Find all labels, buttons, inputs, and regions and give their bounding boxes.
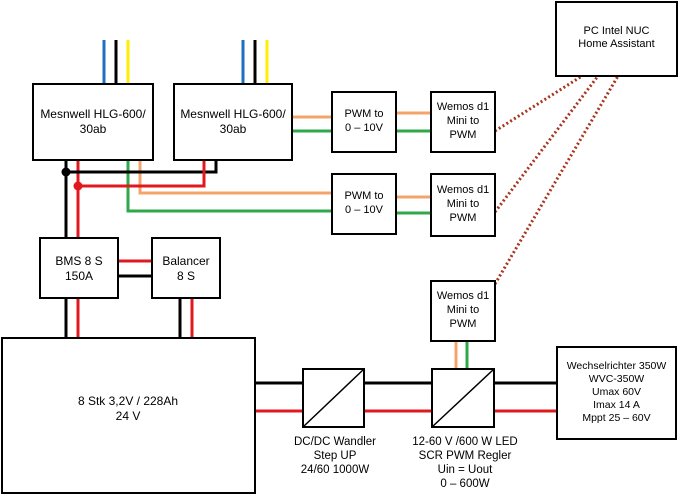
battery-label-line: 8 Stk 3,2V / 228Ah xyxy=(78,394,178,408)
bus-minus-junction-dot xyxy=(61,167,71,177)
psu2-block: Mesnwell HLG-600/30ab xyxy=(173,83,293,161)
pwm2-label-line: 0 – 10V xyxy=(345,204,384,216)
inverter-label-line: Imax 14 A xyxy=(593,399,640,411)
wemos2-label-line: PWM xyxy=(450,212,477,224)
psu2-dc-minus-wire xyxy=(66,160,218,174)
wemos1-label-line: Wemos d1 xyxy=(437,101,489,113)
wires xyxy=(64,40,620,413)
pwm2-block: PWM to 0 – 10V xyxy=(331,173,397,235)
bus-plus-junction-dot xyxy=(73,181,83,191)
svg-text:Mesnwell HLG-600/30ab: Mesnwell HLG-600/30ab xyxy=(180,107,286,136)
pc-label-line: PC Intel NUC xyxy=(583,25,649,37)
balancer-label-line: Balancer xyxy=(162,254,209,268)
inverter-label-line: WVC-350W xyxy=(589,373,645,385)
psu1-label-line: 30ab xyxy=(80,122,107,136)
inverter-label-line: Mppt 25 – 60V xyxy=(582,412,650,424)
svg-text:PWM to0 – 10V: PWM to 0 – 10V xyxy=(344,190,383,216)
bms-label-line: BMS 8 S xyxy=(55,254,102,268)
pwm1-label-line: 0 – 10V xyxy=(345,122,384,134)
inverter-label-line: Umax 60V xyxy=(592,386,641,398)
psu1-block: Mesnwell HLG-600/30ab xyxy=(32,83,154,161)
led-controller-label-line: SCR PWM Regler xyxy=(419,450,512,462)
wemos1-pc-link xyxy=(494,74,583,133)
balancer-label-line: 8 S xyxy=(177,269,195,283)
led-controller-block xyxy=(431,368,495,428)
dcdc-converter-diagonal xyxy=(302,368,365,428)
inverter-label-line: Wechselrichter 350W xyxy=(567,360,667,372)
psu2-dc-plus-wire xyxy=(78,160,206,188)
psu1-pwm2-wire-orange xyxy=(138,160,332,195)
wemos2-label-line: Mini to xyxy=(447,198,479,210)
pwm2-label-line: PWM to xyxy=(344,190,383,202)
dcdc-converter-block xyxy=(302,368,365,428)
wemos3-label-line: PWM xyxy=(450,318,477,330)
dcdc-label-line: 24/60 1000W xyxy=(301,464,370,476)
pc-label-line: Home Assistant xyxy=(578,38,654,50)
wemos3-block: Wemos d1 Mini to PWM xyxy=(430,280,496,342)
wemos3-pc-link xyxy=(493,75,620,285)
wemos3-label-line: Mini to xyxy=(447,304,479,316)
dcdc-label-line: Step UP xyxy=(314,450,357,462)
wemos2-pc-link xyxy=(493,75,600,213)
svg-text:Mesnwell HLG-600/30ab: Mesnwell HLG-600/30ab xyxy=(40,107,146,136)
pwm1-label-line: PWM to xyxy=(344,108,383,120)
psu2-label-line: Mesnwell HLG-600/ xyxy=(180,107,286,121)
led-controller-label-line: 0 – 600W xyxy=(440,478,489,490)
wemos1-block: Wemos d1 Mini to PWM xyxy=(430,91,496,153)
wemos3-label-line: Wemos d1 xyxy=(437,290,489,302)
psu1-pwm2-wire-green xyxy=(126,160,332,213)
pwm1-block: PWM to 0 – 10V xyxy=(331,91,397,153)
led-controller-label-line: Uin = Uout xyxy=(438,464,493,476)
wemos2-label-line: Wemos d1 xyxy=(437,184,489,196)
bms-label-line: 150A xyxy=(65,269,93,283)
led-controller-label-line: 12-60 V /600 W LED xyxy=(412,436,517,448)
dcdc-label-line: DC/DC Wandler xyxy=(294,436,376,448)
wemos1-label-line: Mini to xyxy=(447,115,479,127)
psu2-label-line: 30ab xyxy=(220,122,247,136)
svg-text:PWM to0 – 10V: PWM to 0 – 10V xyxy=(344,108,383,134)
battery-label-line: 24 V xyxy=(116,409,141,423)
led-controller-diagonal xyxy=(431,368,495,428)
wemos2-block: Wemos d1 Mini to PWM xyxy=(430,173,496,237)
psu1-label-line: Mesnwell HLG-600/ xyxy=(40,107,146,121)
wemos1-label-line: PWM xyxy=(450,129,477,141)
